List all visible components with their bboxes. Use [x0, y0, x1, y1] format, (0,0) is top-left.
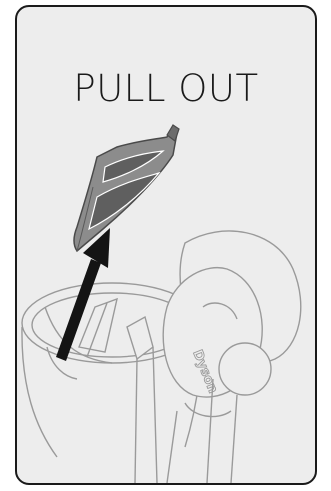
arrow-up-icon [56, 228, 110, 361]
handle-assembly [127, 231, 301, 483]
illustration-panel: Dyson PULL OUT [15, 5, 317, 485]
instruction-label: PULL OUT [17, 67, 315, 110]
trigger-knob [219, 343, 271, 395]
removed-part [74, 125, 179, 251]
